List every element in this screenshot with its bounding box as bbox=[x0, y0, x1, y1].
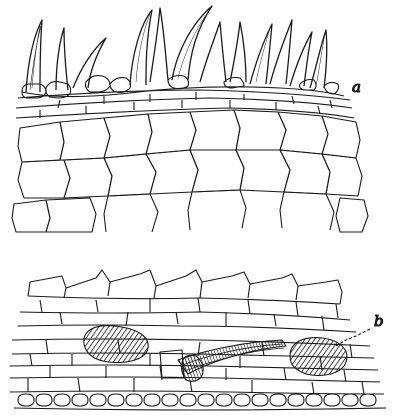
lower-epidermis-cells bbox=[14, 394, 386, 410]
parenchyma-cells bbox=[12, 110, 368, 232]
label-a: a bbox=[352, 78, 361, 96]
label-b: b bbox=[374, 312, 384, 330]
shaded-oval-bodies bbox=[84, 326, 347, 382]
upper-tissue-section: a bbox=[12, 6, 368, 232]
lower-upper-cells bbox=[18, 270, 356, 332]
lower-tissue-section: b bbox=[10, 270, 386, 410]
oval-body-left bbox=[84, 326, 148, 363]
oval-body-right bbox=[290, 338, 347, 376]
epidermal-hairs bbox=[26, 6, 327, 92]
